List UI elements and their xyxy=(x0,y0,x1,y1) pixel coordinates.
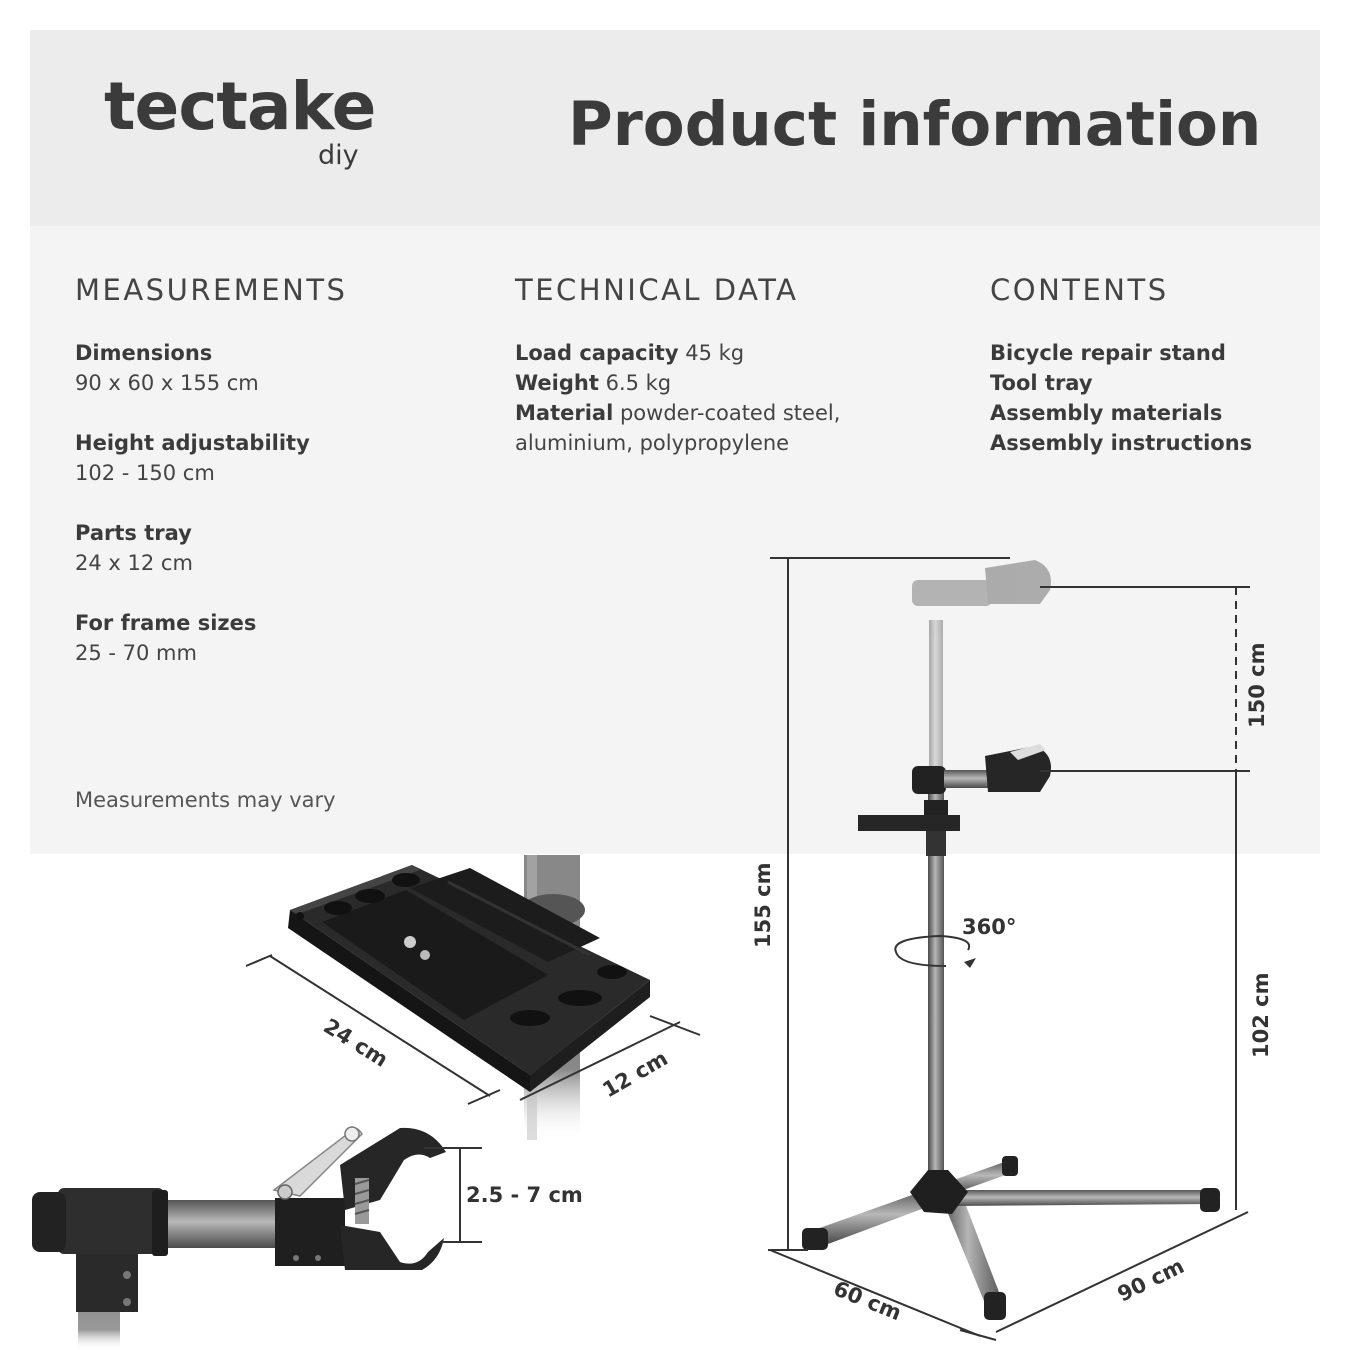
stand-clamp xyxy=(985,746,1051,792)
technical-list: Load capacity 45 kg Weight 6.5 kg Materi… xyxy=(515,338,935,458)
measurement-value: 102 - 150 cm xyxy=(75,461,215,485)
contents-item: Bicycle repair stand xyxy=(990,341,1226,365)
measurement-value: 25 - 70 mm xyxy=(75,641,197,665)
clamp-jaw-lower xyxy=(340,1225,444,1270)
clamp-illustration xyxy=(32,1126,446,1350)
min-height-label: 102 cm xyxy=(1249,973,1273,1058)
stand-main-tube xyxy=(928,790,944,1175)
tech-value: 6.5 kg xyxy=(605,371,672,395)
stand-leg-left xyxy=(814,1190,946,1244)
stand-tool-tray xyxy=(858,815,960,831)
rotation-label: 360° xyxy=(962,915,1016,939)
measurement-value: 24 x 12 cm xyxy=(75,551,193,575)
contents-item: Assembly instructions xyxy=(990,431,1253,455)
measurement-label: Parts tray xyxy=(75,521,192,545)
tech-continuation: aluminium, polypropylene xyxy=(515,431,790,455)
technical-heading: TECHNICAL DATA xyxy=(515,273,799,307)
contents-item: Tool tray xyxy=(990,371,1093,395)
measurement-label: For frame sizes xyxy=(75,611,257,635)
tech-label: Weight xyxy=(515,371,599,395)
tech-item: Weight 6.5 kg xyxy=(515,368,935,398)
measurement-label: Dimensions xyxy=(75,341,213,365)
clamp-arm xyxy=(150,1200,285,1248)
clamp-knob xyxy=(32,1192,66,1252)
tray-width-label: 12 cm xyxy=(599,1046,672,1102)
clamp-dimension-lines: 2.5 - 7 cm xyxy=(424,1147,583,1243)
contents-list: Bicycle repair stand Tool tray Assembly … xyxy=(990,338,1310,458)
measurements-list: Dimensions 90 x 60 x 155 cm Height adjus… xyxy=(75,338,475,698)
repair-stand xyxy=(802,744,1220,1320)
contents-heading: CONTENTS xyxy=(990,273,1169,307)
tray-length-label: 24 cm xyxy=(319,1014,392,1072)
stand-leg-back xyxy=(948,1160,1014,1194)
tech-value: 45 kg xyxy=(685,341,745,365)
total-height-label: 155 cm xyxy=(751,863,775,948)
measurement-label: Height adjustability xyxy=(75,431,310,455)
tech-item: Load capacity 45 kg xyxy=(515,338,935,368)
tech-item: Material powder-coated steel, xyxy=(515,398,935,428)
measurement-value: 90 x 60 x 155 cm xyxy=(75,371,259,395)
tech-value: powder-coated steel, xyxy=(619,401,841,425)
measurements-heading: MEASUREMENTS xyxy=(75,273,348,307)
brand-logo-sub: diy xyxy=(318,140,359,171)
header-band xyxy=(30,30,1320,226)
brand-logo: tectake xyxy=(104,68,376,145)
measurement-item: For frame sizes 25 - 70 mm xyxy=(75,608,475,668)
stand-ghost-upper xyxy=(912,560,1051,770)
max-height-label: 150 cm xyxy=(1245,643,1269,728)
info-panel xyxy=(30,226,1320,854)
measurements-note: Measurements may vary xyxy=(75,788,336,812)
measurement-item: Dimensions 90 x 60 x 155 cm xyxy=(75,338,475,398)
measurement-item: Height adjustability 102 - 150 cm xyxy=(75,428,475,488)
stand-leg-front xyxy=(940,1190,1002,1306)
stand-leg-right xyxy=(950,1190,1212,1206)
clamp-range-label: 2.5 - 7 cm xyxy=(466,1183,583,1207)
tech-label: Material xyxy=(515,401,614,425)
base-depth-label: 60 cm xyxy=(830,1276,905,1325)
contents-item: Assembly materials xyxy=(990,401,1223,425)
stand-dimension-lines: 155 cm 150 cm 102 cm 360° 60 cm 90 cm xyxy=(751,557,1273,1341)
rotation-arrow xyxy=(894,934,971,967)
base-width-label: 90 cm xyxy=(1114,1254,1188,1307)
page-title: Product information xyxy=(568,89,1262,160)
tech-label: Load capacity xyxy=(515,341,679,365)
measurement-item: Parts tray 24 x 12 cm xyxy=(75,518,475,578)
tool-tray-illustration xyxy=(288,855,650,1140)
